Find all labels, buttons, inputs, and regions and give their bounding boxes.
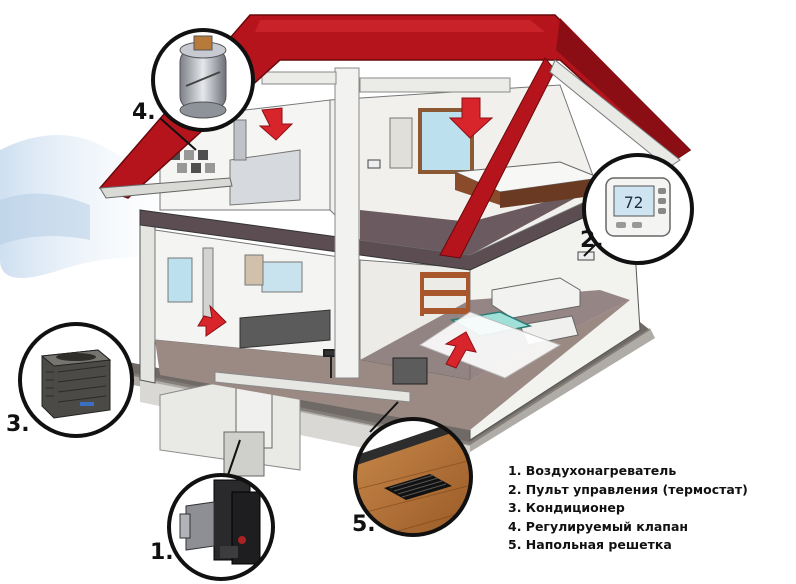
airflow-arrows	[197, 97, 494, 369]
legend-item-air-conditioner: 3. Кондиционер	[508, 500, 625, 515]
legend-item-air-heater: 1. Воздухонагреватель	[508, 463, 677, 478]
thermostat-display: 72	[624, 193, 643, 212]
floor-grille-callout	[353, 401, 473, 537]
interior-details	[167, 67, 602, 403]
air-heater-icon	[179, 479, 261, 565]
air-conditioner-callout	[18, 322, 134, 438]
air-heater-callout	[167, 439, 275, 581]
air-conditioner-icon	[40, 349, 112, 419]
damper-valve-callout	[151, 28, 255, 151]
callout-number-2: 2.	[580, 228, 604, 253]
callout-number-4: 4.	[132, 100, 156, 125]
legend: 1. Воздухонагреватель 2. Пульт управлени…	[508, 462, 748, 555]
legend-item-floor-grille: 5. Напольная решетка	[508, 537, 672, 552]
callout-number-1: 1.	[150, 540, 174, 565]
thermostat-icon: 72	[605, 177, 671, 237]
thermostat-callout: 72	[582, 153, 694, 265]
damper-valve-icon	[179, 35, 227, 119]
callout-number-5: 5.	[352, 512, 376, 537]
legend-item-thermostat: 2. Пульт управления (термостат)	[508, 481, 748, 497]
callout-number-3: 3.	[6, 412, 30, 437]
legend-item-damper-valve: 4. Регулируемый клапан	[508, 518, 689, 534]
